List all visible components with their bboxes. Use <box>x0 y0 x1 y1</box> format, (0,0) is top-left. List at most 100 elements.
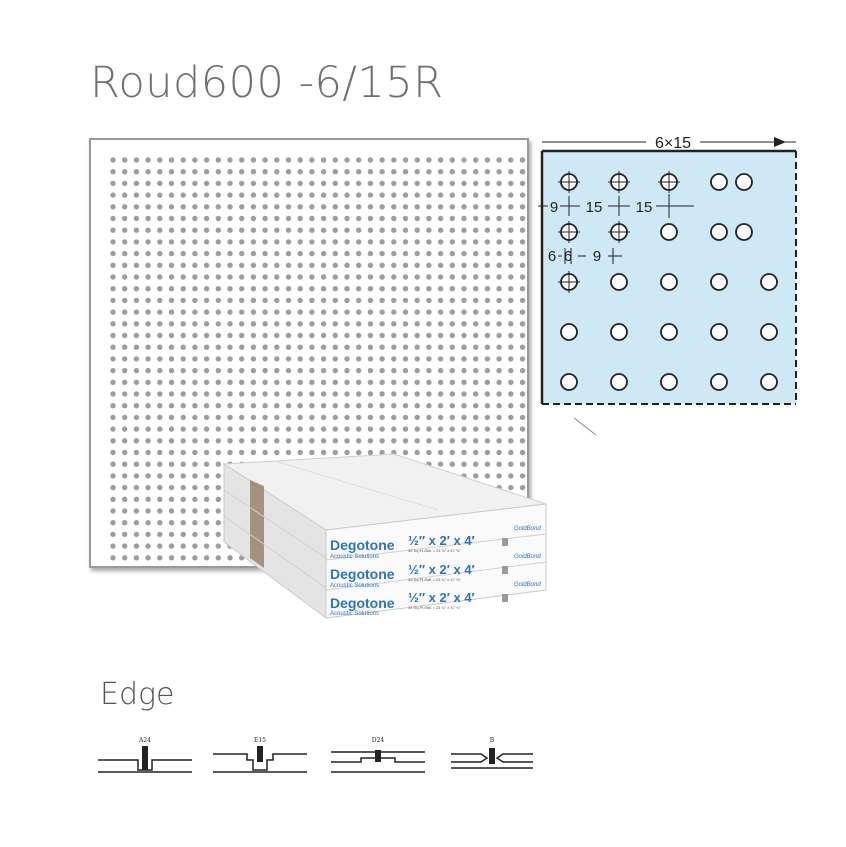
detail-hole <box>735 173 753 191</box>
perforation-hole <box>437 286 444 292</box>
perforation-hole <box>274 180 280 187</box>
perforation-hole <box>239 321 245 327</box>
perforation-hole <box>473 192 479 198</box>
perforation-hole <box>157 391 163 397</box>
perforation-hole <box>309 169 315 175</box>
svg-text:32 Sq.Ft./Bdl. • 23 ¾″ x 47 ¾″: 32 Sq.Ft./Bdl. • 23 ¾″ x 47 ¾″ <box>408 548 461 553</box>
perforation-hole <box>285 157 292 163</box>
perforation-hole <box>519 484 526 491</box>
perforation-hole <box>133 543 140 549</box>
perforation-hole <box>508 426 514 432</box>
perforation-hole <box>402 250 409 257</box>
perforation-hole <box>250 379 257 385</box>
perforation-hole <box>344 297 350 304</box>
perforation-hole <box>110 227 116 233</box>
perforation-hole <box>449 274 455 280</box>
perforation-hole <box>192 262 198 268</box>
perforation-hole <box>250 192 257 198</box>
perforation-hole <box>391 332 397 339</box>
perforation-hole <box>391 367 397 374</box>
perforation-hole <box>449 344 455 350</box>
perforation-hole <box>192 169 198 175</box>
detail-hole <box>560 373 578 391</box>
perforation-hole <box>262 379 268 385</box>
perforation-hole <box>203 531 210 538</box>
perforation-hole <box>157 379 163 385</box>
perforation-hole <box>262 157 268 163</box>
dim-9b-label: 9 <box>593 248 601 265</box>
perforation-hole <box>192 332 198 339</box>
perforation-hole <box>332 169 338 175</box>
perforation-hole <box>320 274 327 280</box>
perforation-hole <box>262 250 268 257</box>
perforation-hole <box>379 262 385 268</box>
perforation-hole <box>157 438 163 444</box>
perforation-hole <box>168 344 175 350</box>
perforation-hole <box>484 204 491 210</box>
perforation-hole <box>473 227 479 233</box>
perforation-hole <box>203 204 210 210</box>
perforation-hole <box>145 555 151 561</box>
perforation-hole <box>297 438 303 444</box>
perforation-hole <box>192 496 198 502</box>
perforation-hole <box>508 332 514 339</box>
perforation-hole <box>356 344 362 350</box>
perforation-hole <box>285 192 292 198</box>
perforation-hole <box>519 215 526 222</box>
perforation-hole <box>168 484 175 491</box>
perforation-hole <box>414 379 420 385</box>
perforation-hole <box>122 180 128 187</box>
perforation-hole <box>145 496 151 502</box>
perforation-hole <box>145 286 151 292</box>
perforation-hole <box>262 227 268 233</box>
perforation-hole <box>274 391 280 397</box>
perforation-hole <box>496 250 502 257</box>
perforation-hole <box>309 414 315 421</box>
perforation-hole <box>157 367 163 374</box>
perforation-hole <box>145 309 151 315</box>
perforation-hole <box>239 344 245 350</box>
svg-text:GoldBond: GoldBond <box>514 526 541 532</box>
perforation-hole <box>145 531 151 538</box>
perforation-hole <box>437 157 444 163</box>
perforation-hole <box>309 449 315 456</box>
perforation-hole <box>203 286 210 292</box>
perforation-hole <box>180 555 186 561</box>
perforation-hole <box>110 321 116 327</box>
perforation-hole <box>473 379 479 385</box>
perforation-hole <box>227 449 233 456</box>
perforation-hole <box>110 192 116 198</box>
perforation-hole <box>473 215 479 222</box>
perforation-hole <box>344 286 350 292</box>
perforation-hole <box>203 321 210 327</box>
detail-hole <box>710 323 728 341</box>
perforation-hole <box>496 473 502 479</box>
perforation-hole <box>215 262 221 268</box>
perforation-hole <box>274 379 280 385</box>
perforation-hole <box>297 414 303 421</box>
perforation-hole <box>356 192 362 198</box>
perforation-hole <box>122 508 128 514</box>
perforation-hole <box>519 180 526 187</box>
perforation-hole <box>519 426 526 432</box>
perforation-hole <box>496 344 502 350</box>
perforation-hole <box>332 250 338 257</box>
perforation-hole <box>367 157 374 163</box>
edge-profile-a24: A24 <box>98 737 192 773</box>
detail-hole <box>660 373 678 391</box>
perforation-hole <box>180 286 186 292</box>
perforation-hole <box>203 250 210 257</box>
perforation-hole <box>473 461 479 467</box>
perforation-hole <box>437 344 444 350</box>
perforation-hole <box>180 309 186 315</box>
perforation-hole <box>332 204 338 210</box>
perforation-hole <box>391 169 397 175</box>
perforation-hole <box>379 379 385 385</box>
perforation-hole <box>110 555 116 561</box>
perforation-hole <box>344 239 350 245</box>
perforation-hole <box>203 180 210 187</box>
perforation-hole <box>192 414 198 421</box>
perforation-hole <box>379 414 385 421</box>
perforation-hole <box>250 204 257 210</box>
perforation-hole <box>367 449 374 456</box>
